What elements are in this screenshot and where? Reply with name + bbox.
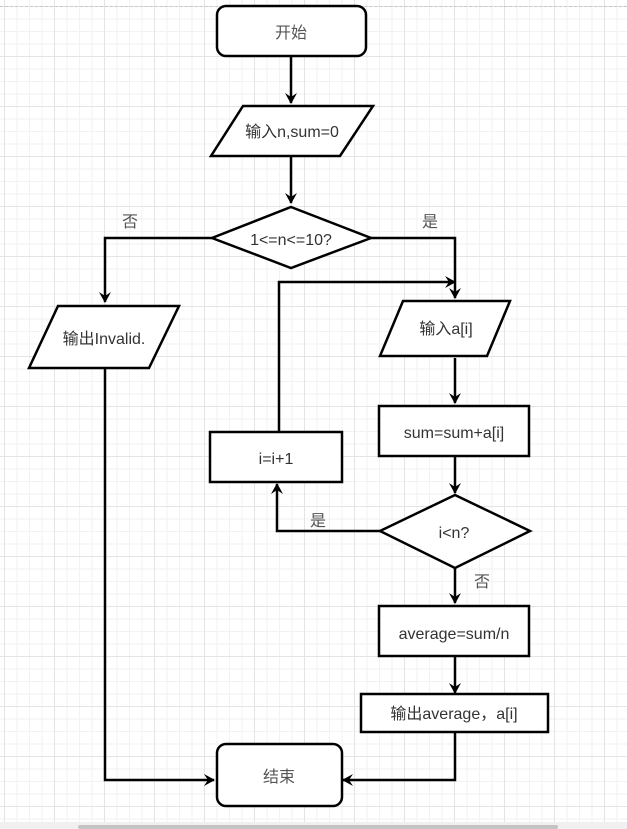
edge-invalid-to-end[interactable] xyxy=(103,369,215,786)
node-average-calc-label: average=sum/n xyxy=(399,626,510,643)
edge-check-no[interactable] xyxy=(99,236,212,303)
edge-label-range-no: 否 xyxy=(122,212,138,231)
node-start[interactable]: 开始 xyxy=(215,4,368,58)
node-check-range[interactable]: 1<=n<=10? xyxy=(208,205,375,270)
node-increment-label: i=i+1 xyxy=(259,451,294,468)
node-end[interactable]: 结束 xyxy=(215,742,344,808)
node-check-loop-label: i<n? xyxy=(439,525,470,542)
node-input-n-label: 输入n,sum=0 xyxy=(245,123,339,141)
node-sum-update[interactable]: sum=sum+a[i] xyxy=(377,404,531,458)
node-input-ai[interactable]: 输入a[i] xyxy=(378,299,512,358)
horizontal-scrollbar-thumb[interactable] xyxy=(78,825,558,829)
node-check-range-label: 1<=n<=10? xyxy=(250,232,332,249)
node-start-label: 开始 xyxy=(275,23,307,42)
node-check-loop[interactable]: i<n? xyxy=(377,493,533,570)
edge-label-loop-no: 否 xyxy=(474,572,490,591)
edge-check-yes[interactable] xyxy=(370,236,461,299)
node-output-result-label: 输出average，a[i] xyxy=(390,705,517,723)
node-output-invalid-label: 输出Invalid. xyxy=(63,330,146,348)
node-end-label: 结束 xyxy=(263,767,295,786)
edge-label-range-yes: 是 xyxy=(422,212,438,231)
node-input-ai-label: 输入a[i] xyxy=(419,320,472,338)
edge-label-loop-yes: 是 xyxy=(310,511,326,530)
edge-increment-back[interactable] xyxy=(277,276,456,432)
node-input-n[interactable]: 输入n,sum=0 xyxy=(208,104,376,158)
node-sum-update-label: sum=sum+a[i] xyxy=(404,425,504,442)
node-average-calc[interactable]: average=sum/n xyxy=(377,604,531,658)
edge-loop-yes[interactable] xyxy=(271,483,380,533)
node-increment[interactable]: i=i+1 xyxy=(208,430,344,484)
node-output-result[interactable]: 输出average，a[i] xyxy=(359,692,550,734)
edge-output-to-end[interactable] xyxy=(342,731,457,786)
node-output-invalid[interactable]: 输出Invalid. xyxy=(27,304,181,370)
